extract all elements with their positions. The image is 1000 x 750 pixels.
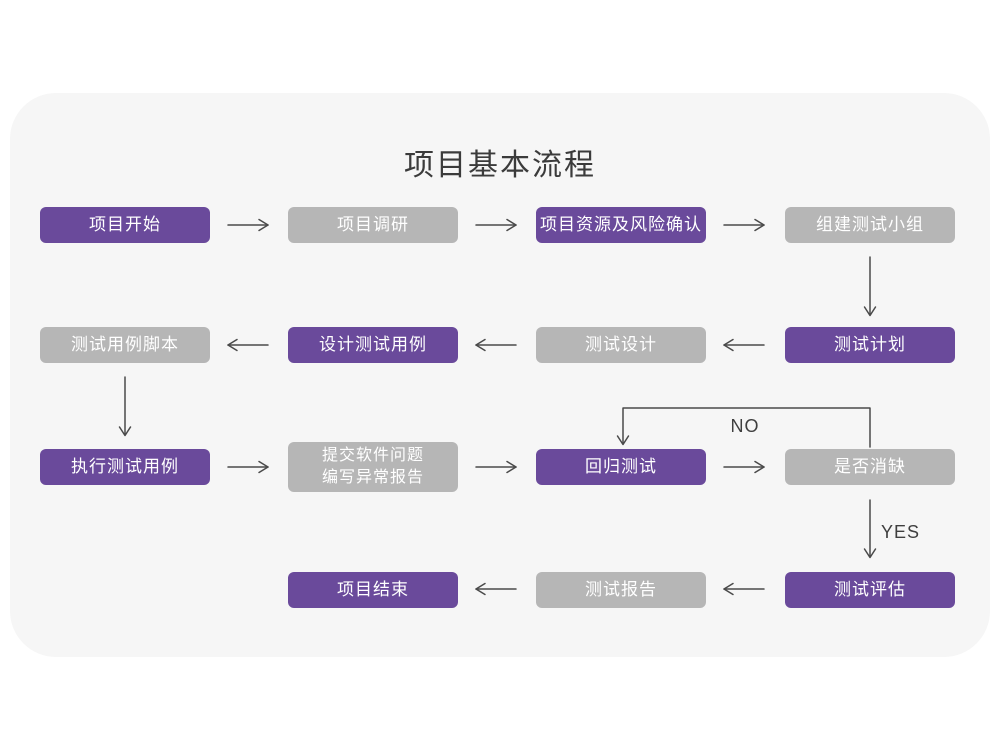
arrow-report-to-end xyxy=(475,582,517,596)
arrow-start-to-research xyxy=(227,218,269,232)
arrow-risk-to-team xyxy=(723,218,765,232)
node-submit-line2: 编写异常报告 xyxy=(321,469,424,486)
arrow-yes-defect-to-evaluate xyxy=(863,499,877,559)
node-submit-line1: 提交软件问题 xyxy=(321,447,424,465)
node-build-test-team: 组建测试小组 xyxy=(785,207,955,243)
node-project-end: 项目结束 xyxy=(288,572,458,608)
node-project-research: 项目调研 xyxy=(288,207,458,243)
arrow-no-loop-defect-to-regression xyxy=(616,407,871,448)
arrow-evaluate-to-report xyxy=(723,582,765,596)
node-defect-cleared-check: 是否消缺 xyxy=(785,449,955,485)
arrow-plan-to-test-design xyxy=(723,338,765,352)
decision-label-yes: YES xyxy=(881,522,921,542)
arrow-case-script-to-execute xyxy=(118,376,132,437)
node-test-case-script: 测试用例脚本 xyxy=(40,327,210,363)
arrow-team-to-plan xyxy=(863,256,877,317)
node-test-report: 测试报告 xyxy=(536,572,706,608)
arrow-regression-to-defect-check xyxy=(723,460,765,474)
node-test-evaluate: 测试评估 xyxy=(785,572,955,608)
node-submit-issue-report: 提交软件问题 编写异常报告 xyxy=(288,442,458,492)
arrow-research-to-risk xyxy=(475,218,517,232)
flowchart-card xyxy=(10,93,990,657)
arrow-execute-to-submit xyxy=(227,460,269,474)
node-design-test-case: 设计测试用例 xyxy=(288,327,458,363)
node-resource-risk-confirm: 项目资源及风险确认 xyxy=(536,207,706,243)
node-project-start: 项目开始 xyxy=(40,207,210,243)
node-test-plan: 测试计划 xyxy=(785,327,955,363)
node-regression-test: 回归测试 xyxy=(536,449,706,485)
arrow-design-case-to-case-script xyxy=(227,338,269,352)
arrow-submit-to-regression xyxy=(475,460,517,474)
node-test-design: 测试设计 xyxy=(536,327,706,363)
page-title: 项目基本流程 xyxy=(404,149,596,182)
arrow-test-design-to-design-case xyxy=(475,338,517,352)
decision-label-no: NO xyxy=(730,416,760,436)
node-execute-test-case: 执行测试用例 xyxy=(40,449,210,485)
